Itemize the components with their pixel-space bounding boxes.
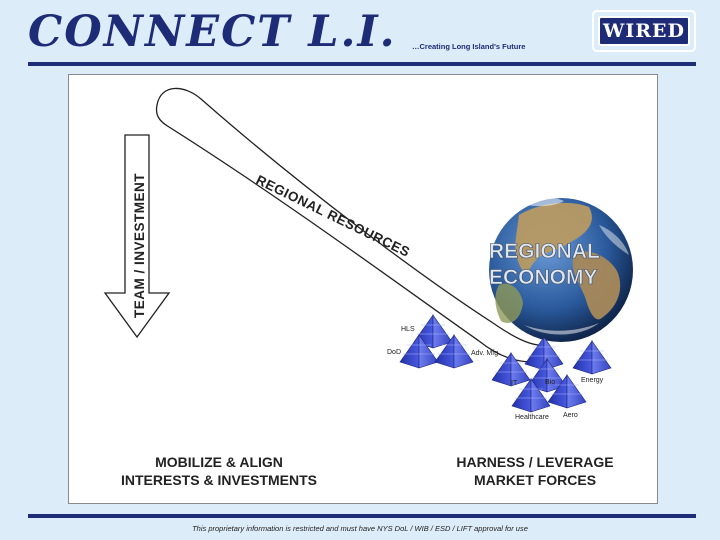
header-divider — [28, 62, 696, 66]
diagonal-label: REGIONAL RESOURCES — [254, 172, 413, 260]
footer-disclaimer: This proprietary information is restrict… — [192, 524, 528, 533]
pyramid-label-dod: DoD — [387, 349, 401, 356]
footer-divider — [28, 514, 696, 518]
pyramid-label-adv-mfg: Adv. Mfg. — [471, 350, 500, 357]
pyramid-label-hls: HLS — [401, 326, 415, 333]
globe-icon — [489, 195, 633, 342]
pyramid-label-energy: Energy — [581, 377, 604, 384]
page-subtitle: …Creating Long Island's Future — [412, 42, 526, 51]
diagram-panel: TEAM / INVESTMENT REGIONAL ECONOMY REGIO… — [68, 74, 658, 504]
globe-label-line1: REGIONAL — [489, 240, 600, 263]
team-investment-arrow — [103, 134, 171, 339]
left-caption-line1: MOBILIZE & ALIGN — [155, 454, 283, 470]
diagram-canvas: TEAM / INVESTMENT REGIONAL ECONOMY REGIO… — [103, 87, 633, 488]
vertical-arrow-label: TEAM / INVESTMENT — [132, 173, 147, 318]
pyramid-label-it: IT — [511, 380, 518, 387]
right-caption-line2: MARKET FORCES — [474, 472, 596, 488]
globe-label-line2: ECONOMY — [489, 266, 598, 289]
wired-badge: WIRED — [592, 10, 696, 52]
pyramid-label-aero: Aero — [563, 412, 578, 419]
pyramid-label-healthcare: Healthcare — [515, 414, 549, 421]
pyramid-label-bio: Bio — [545, 379, 555, 386]
wired-badge-label: WIRED — [598, 16, 690, 46]
right-caption-line1: HARNESS / LEVERAGE — [456, 454, 613, 470]
page-title: CONNECT L.I. — [28, 7, 397, 57]
pyramid-energy — [572, 340, 612, 375]
left-caption-line2: INTERESTS & INVESTMENTS — [121, 472, 317, 488]
